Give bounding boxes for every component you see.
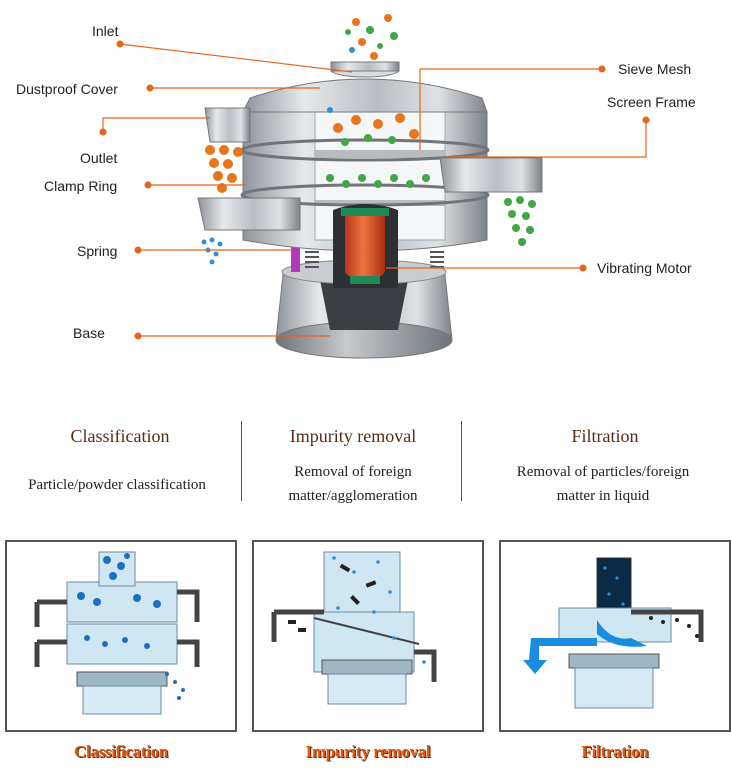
classification-illustration [34,551,200,715]
label-spring: Spring [77,243,118,259]
particles-upper-deck [327,107,419,146]
particles-inlet [345,14,398,60]
panel-impurity-removal [252,540,484,732]
sieve-machine-diagram [99,14,650,359]
label-clamp-ring: Clamp Ring [44,178,118,194]
panel-caption-filtration: Filtration [581,742,649,761]
function-desc-impurity-removal: Removal of foreign matter/agglomeration [248,460,458,508]
particles-middle-deck [326,174,430,188]
dustproof-cover [242,61,488,113]
label-outlet: Outlet [80,150,118,166]
function-desc-line: matter in liquid [556,488,650,504]
function-title-filtration: Filtration [571,426,639,446]
particles-left-outlet-orange [205,145,243,193]
function-desc-line: Removal of foreign [294,464,412,480]
function-desc-classification: Particle/powder classification [0,473,234,497]
column-divider [461,421,462,501]
spring-coils [305,251,444,268]
function-desc-filtration: Removal of particles/foreign matter in l… [478,460,728,508]
panel-caption-classification: Classification [73,742,169,761]
label-screen-frame: Screen Frame [607,94,696,110]
label-base: Base [73,325,105,341]
function-title-impurity-removal: Impurity removal [289,426,417,446]
spring-highlight [291,246,300,272]
column-divider [241,421,242,501]
function-desc-line: matter/agglomeration [288,488,418,504]
particles-right-outlet-green [504,196,536,246]
filtration-illustration [523,557,704,709]
panel-filtration [499,540,731,732]
label-sieve-mesh: Sieve Mesh [618,61,692,77]
leader-dots [99,40,650,340]
outlet-spouts [197,107,543,231]
particles-left-outlet-blue [201,237,223,265]
panel-caption-impurity-removal: Impurity removal [305,742,431,761]
label-dustproof-cover: Dustproof Cover [16,81,118,97]
panel-classification [5,540,237,732]
label-inlet: Inlet [92,23,119,39]
function-desc-line: Removal of particles/foreign [516,464,690,480]
leader-lines [102,43,647,337]
label-vibrating-motor: Vibrating Motor [597,260,692,276]
function-title-classification: Classification [70,426,170,446]
function-desc-line: Particle/powder classification [28,477,206,493]
impurity-removal-illustration [271,551,437,705]
